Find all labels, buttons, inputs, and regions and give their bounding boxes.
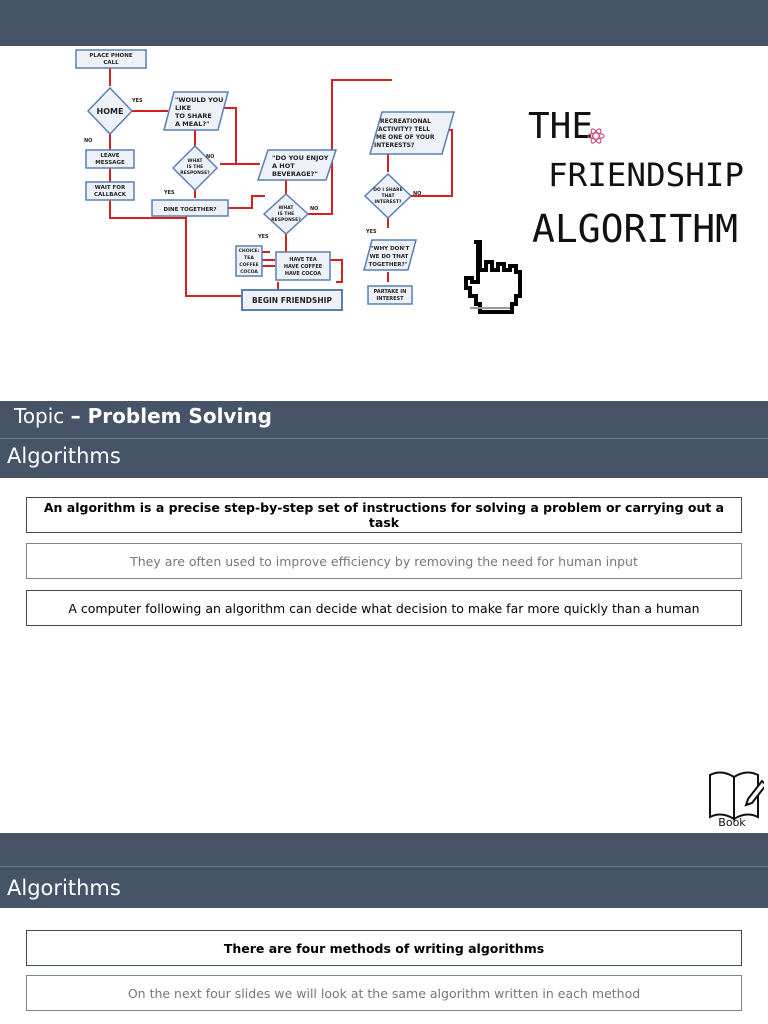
leave-message-box <box>85 149 135 169</box>
partake-text-1: PARTAKE IN <box>374 289 407 295</box>
book-label: Book <box>718 816 746 829</box>
have-text-1: HAVE TEA <box>289 257 317 263</box>
four-methods-box: There are four methods of writing algori… <box>26 930 742 966</box>
home-text: HOME <box>97 107 124 116</box>
share-meal-text-1: "WOULD YOU <box>175 96 223 104</box>
title-band-1 <box>0 438 768 478</box>
friendship-flowchart: PLACE PHONE CALL HOME YES NO "WOULD YOU … <box>75 49 455 311</box>
wait-callback-box <box>85 181 135 201</box>
share-interest-no-label: NO <box>413 191 421 197</box>
recreational-text-4: INTERESTS? <box>374 142 415 149</box>
dine-together-text: DINE TOGETHER? <box>163 207 216 213</box>
title-band-2 <box>0 866 768 908</box>
have-text-2: HAVE COFFEE <box>284 264 323 270</box>
hand-cursor-icon <box>464 240 522 314</box>
share-interest-text-2: THAT <box>381 193 395 199</box>
friendship-algorithm-handwritten-title: THE FRIENDSHIP ALGORITHM <box>528 106 744 251</box>
place-call-text-2: CALL <box>103 60 119 66</box>
place-call-box <box>75 49 147 69</box>
place-call-text-1: PLACE PHONE <box>89 53 132 59</box>
home-yes-label: YES <box>131 98 143 104</box>
have-box <box>275 251 331 281</box>
leave-message-text-2: MESSAGE <box>95 160 125 166</box>
hot-beverage-text-2: A HOT <box>272 162 295 170</box>
topic-band <box>0 401 768 438</box>
response2-text-3: RESPONSE? <box>271 217 301 223</box>
home-no-label: NO <box>84 138 92 144</box>
topic-prefix: Topic <box>14 404 65 428</box>
wait-callback-text-2: CALLBACK <box>94 192 127 198</box>
slide-title-1: Algorithms <box>7 444 121 468</box>
dine-together-box <box>151 199 229 217</box>
hot-beverage-text-1: "DO YOU ENJOY <box>272 154 329 162</box>
response1-text-3: RESPONSE? <box>180 170 210 176</box>
partake-box <box>367 285 413 305</box>
choice-box <box>235 245 263 277</box>
topic-line: Topic – Problem Solving <box>14 402 272 430</box>
recreational-text-3: ME ONE OF YOUR <box>376 134 435 141</box>
choice-text-2: TEA <box>244 255 254 261</box>
home-decision <box>86 86 134 136</box>
choice-text-4: COCOA <box>240 269 258 275</box>
why-dont-text-2: WE DO THAT <box>370 254 409 260</box>
choice-text-3: COFFEE <box>239 262 258 268</box>
recreational-box <box>369 111 455 155</box>
response2-text-1: WHAT <box>279 205 295 211</box>
handwritten-title-line-3: ALGORITHM <box>532 207 738 251</box>
response2-no-label: NO <box>310 206 318 212</box>
share-interest-yes-label: YES <box>365 229 377 235</box>
handwritten-title-line-1: THE <box>528 106 593 147</box>
response1-text-2: IS THE <box>187 164 203 170</box>
response1-no-label: NO <box>206 154 214 160</box>
wait-callback-text-1: WAIT FOR <box>95 185 126 191</box>
slide-header-band <box>0 0 768 46</box>
response1-yes-label: YES <box>163 190 175 196</box>
response-decision-2 <box>262 192 310 236</box>
leave-message-text-1: LEAVE <box>100 153 119 159</box>
recreational-text-2: ACTIVITY? TELL <box>378 126 430 133</box>
partake-text-2: INTEREST <box>376 296 404 302</box>
share-interest-decision <box>363 172 413 220</box>
atom-icon <box>587 128 605 144</box>
share-interest-text-3: INTEREST? <box>374 199 401 205</box>
share-meal-box <box>163 91 229 131</box>
have-text-3: HAVE COCOA <box>285 271 321 277</box>
why-dont-text-3: TOGETHER?" <box>368 262 407 268</box>
handwritten-title-line-2: FRIENDSHIP <box>548 156 744 194</box>
choice-text-1: CHOICE: <box>239 248 260 254</box>
why-dont-box <box>363 239 417 271</box>
begin-friendship-text: BEGIN FRIENDSHIP <box>252 296 332 305</box>
efficiency-box: They are often used to improve efficienc… <box>26 543 742 579</box>
slide-header-band-2 <box>0 833 768 866</box>
why-dont-text-1: "WHY DON'T <box>371 246 410 252</box>
share-meal-text-3: TO SHARE <box>175 112 212 120</box>
response2-text-2: IS THE <box>278 211 294 217</box>
response1-text-1: WHAT <box>188 158 204 164</box>
share-meal-text-2: LIKE <box>175 104 191 112</box>
topic-name: – Problem Solving <box>70 404 272 428</box>
response-decision-1 <box>171 144 219 192</box>
begin-friendship-box <box>241 289 343 311</box>
share-meal-text-4: A MEAL?" <box>175 120 210 128</box>
share-interest-text-1: DO I SHARE <box>373 187 402 193</box>
recreational-text-1: RECREATIONAL <box>380 118 431 125</box>
hot-beverage-text-3: BEVERAGE?" <box>272 170 318 178</box>
hot-beverage-box <box>256 149 338 181</box>
slide-title-2: Algorithms <box>7 876 121 900</box>
book-icon[interactable] <box>704 764 764 830</box>
response2-yes-label: YES <box>257 234 269 240</box>
definition-box: An algorithm is a precise step-by-step s… <box>26 497 742 533</box>
speed-box: A computer following an algorithm can de… <box>26 590 742 626</box>
next-slides-box: On the next four slides we will look at … <box>26 975 742 1011</box>
